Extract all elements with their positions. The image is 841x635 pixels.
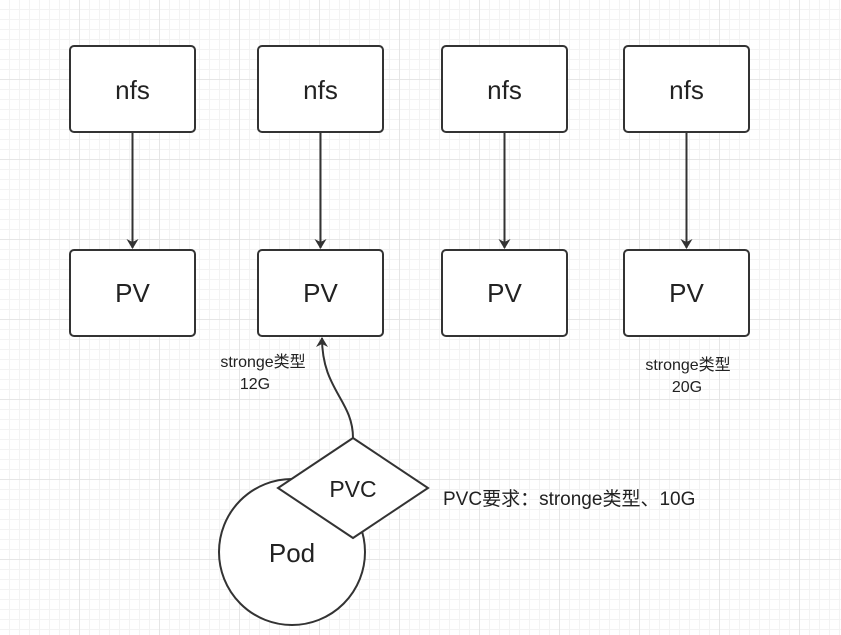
pv-box-4: [623, 249, 750, 337]
pv-node-1: PV: [69, 249, 196, 337]
nfs-label-2: nfs: [303, 75, 338, 105]
pvc-node: PVC: [276, 436, 430, 540]
pv-node-4: PV: [623, 249, 750, 337]
pvc-label: PVC: [329, 476, 376, 502]
nfs-node-4: nfs: [623, 45, 750, 133]
nfs-label-1: nfs: [115, 75, 150, 105]
pv-box-1: [69, 249, 196, 337]
nfs-label-3: nfs: [487, 75, 522, 105]
pv-label-4: PV: [669, 278, 704, 308]
nfs-label-4: nfs: [669, 75, 704, 105]
pv-node-3: PV: [441, 249, 568, 337]
pv4-type-annotation: stronge类型: [645, 356, 730, 374]
pv-box-3: [441, 249, 568, 337]
pv2-size-annotation: 12G: [240, 376, 270, 393]
pv2-type-annotation: stronge类型: [220, 353, 305, 371]
pod-label: Pod: [269, 538, 315, 568]
nfs-node-2: nfs: [257, 45, 384, 133]
pv-label-2: PV: [303, 278, 338, 308]
pv-box-2: [257, 249, 384, 337]
pvc-to-pv-arrow: [316, 337, 354, 439]
pv-label-1: PV: [115, 278, 150, 308]
pv4-size-annotation: 20G: [672, 379, 702, 396]
nfs-node-3: nfs: [441, 45, 568, 133]
pv-node-2: PV: [257, 249, 384, 337]
nfs-node-1: nfs: [69, 45, 196, 133]
pvc-diamond: [276, 436, 430, 540]
pvc-requirement-annotation: PVC要求：stronge类型、10G: [443, 488, 695, 510]
pv-label-3: PV: [487, 278, 522, 308]
